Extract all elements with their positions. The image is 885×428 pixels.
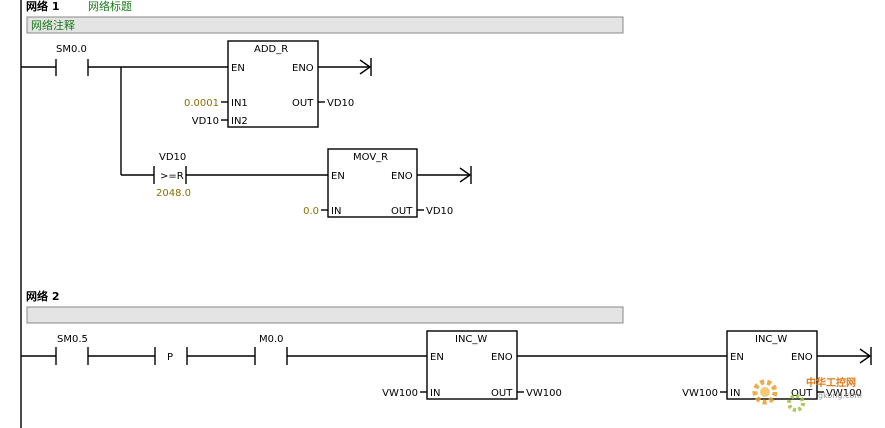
watermark-text: 中华工控网 (806, 376, 856, 389)
mov-r-name: MOV_R (353, 152, 388, 163)
add-r-in1-value[interactable]: 0.0001 (184, 98, 219, 109)
mov-r-en: EN (331, 171, 345, 182)
inc-w-1-out-value[interactable]: VW100 (526, 388, 562, 399)
network-1-label[interactable]: 网络 1 (26, 0, 59, 13)
watermark-url: gkong.com (818, 391, 862, 400)
inc-w-2-eno-arrow-icon (859, 347, 872, 365)
add-r-out-value[interactable]: VD10 (327, 98, 354, 109)
compare-operand-top: VD10 (159, 152, 186, 163)
network-2-comment-bar[interactable] (26, 306, 624, 324)
compare-op: >=R (160, 171, 184, 182)
add-r-eno-arrow-icon (359, 58, 372, 76)
inc-w-2-out-value[interactable]: VW100 (826, 388, 862, 399)
mov-r-out: OUT (391, 206, 413, 217)
mov-r-in: IN (331, 206, 341, 217)
contact-sm0-5[interactable]: SM0.5 (55, 334, 89, 365)
inc-w-2-in-value[interactable]: VW100 (682, 388, 718, 399)
network-1-comment: 网络注释 (31, 18, 75, 32)
inc-w-1-out: OUT (491, 388, 513, 399)
mov-r-in-value[interactable]: 0.0 (303, 206, 319, 217)
inc-w-1-in: IN (430, 388, 440, 399)
contact-sm0-5-label: SM0.5 (57, 334, 88, 345)
contact-m0-0[interactable]: M0.0 (254, 334, 288, 365)
inc-w-2-en: EN (730, 352, 744, 363)
mov-r-eno-arrow-icon (459, 166, 472, 184)
inc-w-block-1[interactable]: INC_W EN ENO IN OUT (426, 330, 518, 400)
add-r-in2: IN2 (231, 116, 248, 127)
p-contact-label: P (167, 352, 173, 363)
inc-w-2-eno: ENO (791, 352, 813, 363)
compare-operand-bottom: 2048.0 (156, 188, 191, 199)
contact-sm0-0-label: SM0.0 (56, 44, 87, 55)
watermark: 中华工控网 gkong.com (752, 376, 862, 412)
mov-r-out-value[interactable]: VD10 (426, 206, 453, 217)
add-r-name: ADD_R (254, 44, 288, 55)
inc-w-1-eno: ENO (491, 352, 513, 363)
inc-w-block-2[interactable]: INC_W EN ENO IN OUT (726, 330, 818, 400)
compare-contact[interactable]: VD10 >=R 2048.0 (153, 152, 191, 199)
add-r-in2-value[interactable]: VD10 (192, 116, 219, 127)
add-r-in1: IN1 (231, 98, 248, 109)
add-r-eno: ENO (292, 63, 314, 74)
contact-m0-0-label: M0.0 (259, 334, 284, 345)
mov-r-eno: ENO (391, 171, 413, 182)
contact-sm0-0[interactable]: SM0.0 (55, 44, 89, 76)
add-r-block[interactable]: ADD_R EN ENO IN1 OUT IN2 (227, 40, 319, 128)
network-1-comment-bar[interactable]: 网络注释 (26, 16, 624, 34)
add-r-out: OUT (292, 98, 314, 109)
network-1-title[interactable]: 网络标题 (88, 0, 132, 13)
inc-w-2-name: INC_W (755, 334, 787, 345)
gear-icon (752, 379, 805, 412)
inc-w-2-out: OUT (791, 388, 813, 399)
add-r-en: EN (231, 63, 245, 74)
inc-w-1-in-value[interactable]: VW100 (382, 388, 418, 399)
network-2-label[interactable]: 网络 2 (26, 289, 59, 303)
p-contact[interactable]: P (154, 347, 188, 365)
inc-w-1-name: INC_W (455, 334, 487, 345)
inc-w-2-in: IN (730, 388, 740, 399)
inc-w-1-en: EN (430, 352, 444, 363)
mov-r-block[interactable]: MOV_R EN ENO IN OUT (327, 148, 418, 218)
